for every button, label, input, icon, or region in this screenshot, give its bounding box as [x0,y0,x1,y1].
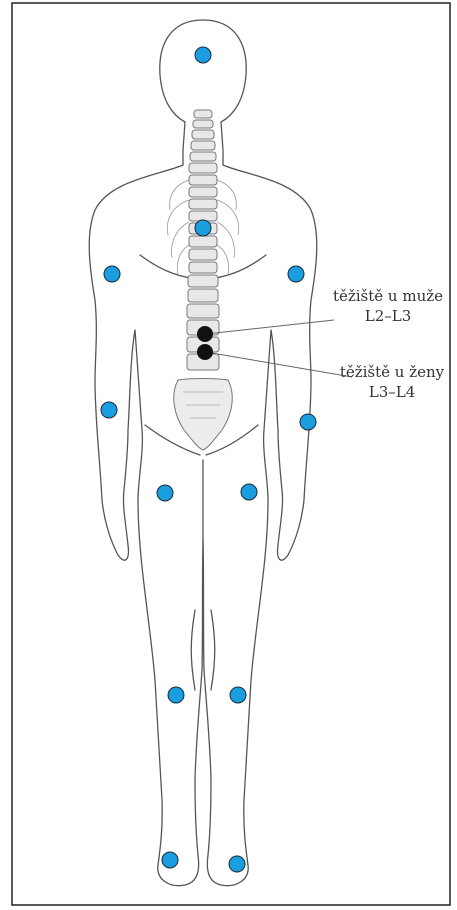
female-label-line2: L3–L4 [332,382,452,402]
marker-left-foot [229,856,245,872]
marker-spine-upper [195,220,211,236]
marker-right-knee [168,687,184,703]
left-knee-line [191,610,195,690]
right-knee-line [211,610,215,690]
marker-left-knee [230,687,246,703]
male-pointer-line [206,320,334,334]
marker-right-thigh [157,485,173,501]
marker-right-forearm [101,402,117,418]
frame-border [12,3,450,905]
female-label-line1: těžiště u ženy [332,362,452,382]
female-label: těžiště u ženy L3–L4 [332,362,452,402]
right-chest-line [216,255,266,278]
marker-right-foot [162,852,178,868]
male-label: těžiště u muže L2–L3 [328,286,448,326]
male-label-line2: L2–L3 [328,306,448,326]
marker-head [195,47,211,63]
marker-right-upper-arm [104,266,120,282]
left-chest-line [140,255,190,278]
male-label-line1: těžiště u muže [328,286,448,306]
center-of-gravity-male [197,326,213,342]
center-of-gravity-female [197,344,213,360]
marker-left-thigh [241,484,257,500]
marker-left-forearm [300,414,316,430]
female-pointer-line [206,352,352,377]
pelvis [174,379,233,451]
marker-left-upper-arm [288,266,304,282]
